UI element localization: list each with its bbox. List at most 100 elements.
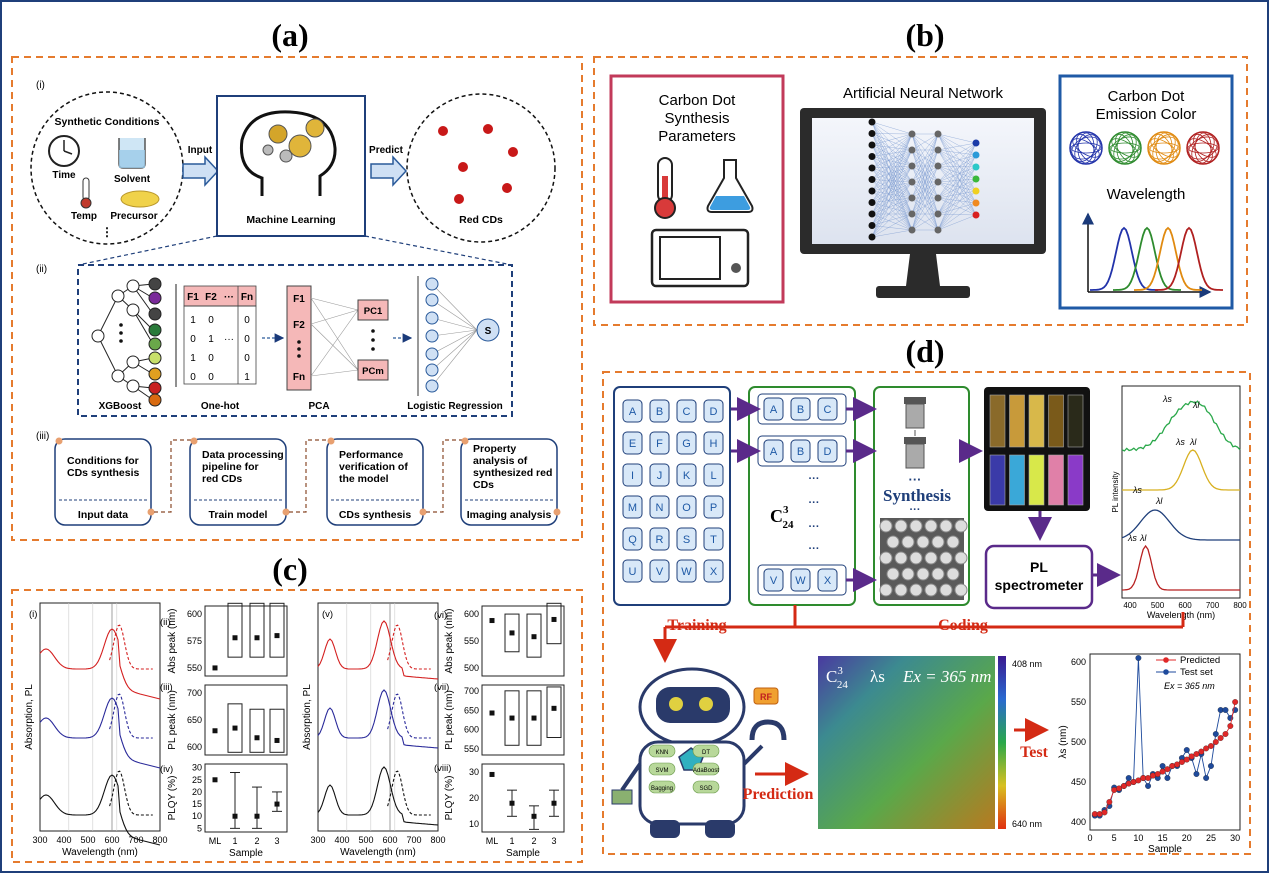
- cuvette-daylight: [1048, 394, 1064, 448]
- tree-edge: [97, 335, 119, 377]
- sample-frame: [481, 684, 565, 756]
- absorption-curve: [317, 689, 439, 749]
- sample-ytick: 650: [464, 705, 479, 715]
- ann-edge: [871, 133, 913, 203]
- spectra-xtick: 800: [152, 835, 167, 845]
- scatter-point: [1183, 756, 1190, 763]
- combo-dots: ···: [809, 497, 820, 509]
- sample-point: [551, 800, 557, 806]
- scatter-xtick: 0: [1087, 833, 1092, 843]
- letter-tile-label: T: [710, 534, 717, 546]
- letter-tile-label: D: [824, 446, 832, 458]
- pl-chart-xtick: 400: [1123, 601, 1137, 610]
- ann-edge: [871, 149, 913, 192]
- sample-ylabel: PL peak (nm): [444, 690, 455, 750]
- step-bottom-text: Imaging analysis: [467, 509, 552, 521]
- step-connector-dot: [461, 437, 469, 445]
- prediction-label: Prediction: [743, 786, 814, 803]
- logreg-label: Logistic Regression: [407, 401, 503, 412]
- absorption-curve: [39, 774, 161, 846]
- ann-edge: [911, 133, 939, 183]
- ann-edge: [937, 149, 977, 156]
- autoclave: [901, 535, 915, 549]
- letter-tile: [649, 399, 670, 423]
- sample-ytick: 650: [187, 715, 202, 725]
- scatter-point: [1208, 743, 1214, 749]
- ann-edge: [871, 149, 913, 180]
- autoclave: [894, 519, 908, 533]
- pipeline-box: [77, 264, 513, 417]
- autoclave: [894, 551, 908, 565]
- legend-label: Test set: [1180, 667, 1213, 678]
- panel-a-label: (a): [271, 17, 308, 53]
- tree-leaf: [148, 291, 162, 305]
- range-box: [546, 686, 562, 739]
- scatter-point: [1101, 809, 1108, 816]
- autoclave: [924, 551, 938, 565]
- cuvette-daylight: [989, 394, 1006, 448]
- cuvette-daylight: [1028, 394, 1045, 448]
- scatter-ytick: 550: [1071, 697, 1086, 707]
- ann-hidden-node: [908, 226, 916, 234]
- sample-point: [509, 800, 515, 806]
- step-bottom-text: Train model: [209, 509, 268, 521]
- combo-sup: 3: [783, 504, 789, 516]
- spectra-xlabel: Wavelength (nm): [62, 847, 138, 858]
- sample-xtick: 1: [509, 836, 514, 846]
- model-pill: [692, 780, 720, 794]
- scatter-point: [1164, 775, 1171, 781]
- ann-edge: [911, 213, 939, 231]
- tree-leaf: [148, 393, 162, 407]
- lr-node: [425, 311, 439, 325]
- combo-dots: ···: [809, 543, 820, 555]
- spectra-frame: [39, 602, 161, 832]
- tree-leaf: [148, 277, 162, 291]
- sample-point: [254, 735, 260, 741]
- ann-output-node: [972, 187, 980, 195]
- onehot-cell: 0: [208, 353, 214, 364]
- scatter-point: [1198, 748, 1205, 755]
- onehot-cell: 1: [190, 353, 196, 364]
- emission-color-box: Carbon Dot Emission Color Wavelength: [1058, 74, 1234, 310]
- ann-edge: [937, 202, 977, 215]
- step-box: [460, 438, 558, 526]
- onehot-cell: 0: [244, 315, 250, 326]
- ann-input-node: [868, 118, 876, 126]
- ann-edge: [871, 181, 913, 203]
- ann-edge: [871, 197, 913, 238]
- lr-edge: [431, 329, 478, 355]
- letter-tile-label: L: [710, 470, 716, 482]
- lambda-annotation: λl: [1189, 437, 1197, 447]
- scatter-point: [1212, 731, 1219, 737]
- ann-edge: [871, 165, 913, 215]
- ann-edge: [937, 190, 977, 199]
- letter-tile: [763, 397, 784, 421]
- roman-c-vi: (vi): [434, 610, 447, 621]
- ann-edge: [937, 133, 977, 180]
- thermometer-icon: [654, 157, 676, 219]
- ml-label: Machine Learning: [246, 214, 335, 226]
- lr-output-node: [476, 318, 500, 342]
- panel-d-label: (d): [905, 333, 944, 369]
- letter-tile-label: C: [683, 406, 691, 418]
- pl-chart-xtick: 600: [1178, 601, 1192, 610]
- legend-label: Predicted: [1180, 655, 1220, 666]
- ann-edge: [871, 165, 913, 169]
- cd-ball-strand: [1148, 142, 1180, 154]
- autoclave: [954, 583, 968, 597]
- emission-peak: [1113, 226, 1181, 291]
- params-line1: Carbon Dot: [659, 92, 737, 109]
- pca-f1: F1: [293, 294, 305, 305]
- tree-leaf: [148, 381, 162, 395]
- legend-marker: [1163, 669, 1169, 675]
- model-pill-label: AdaBoost: [693, 768, 719, 774]
- roman-a-ii: (ii): [36, 264, 47, 275]
- letter-tile-label: B: [797, 404, 804, 416]
- time-label: Time: [52, 170, 76, 181]
- onehot-cell: ···: [224, 334, 234, 345]
- cd-ball-strand: [1076, 133, 1096, 163]
- autoclave: [901, 567, 915, 581]
- absorption-curve: [39, 628, 161, 700]
